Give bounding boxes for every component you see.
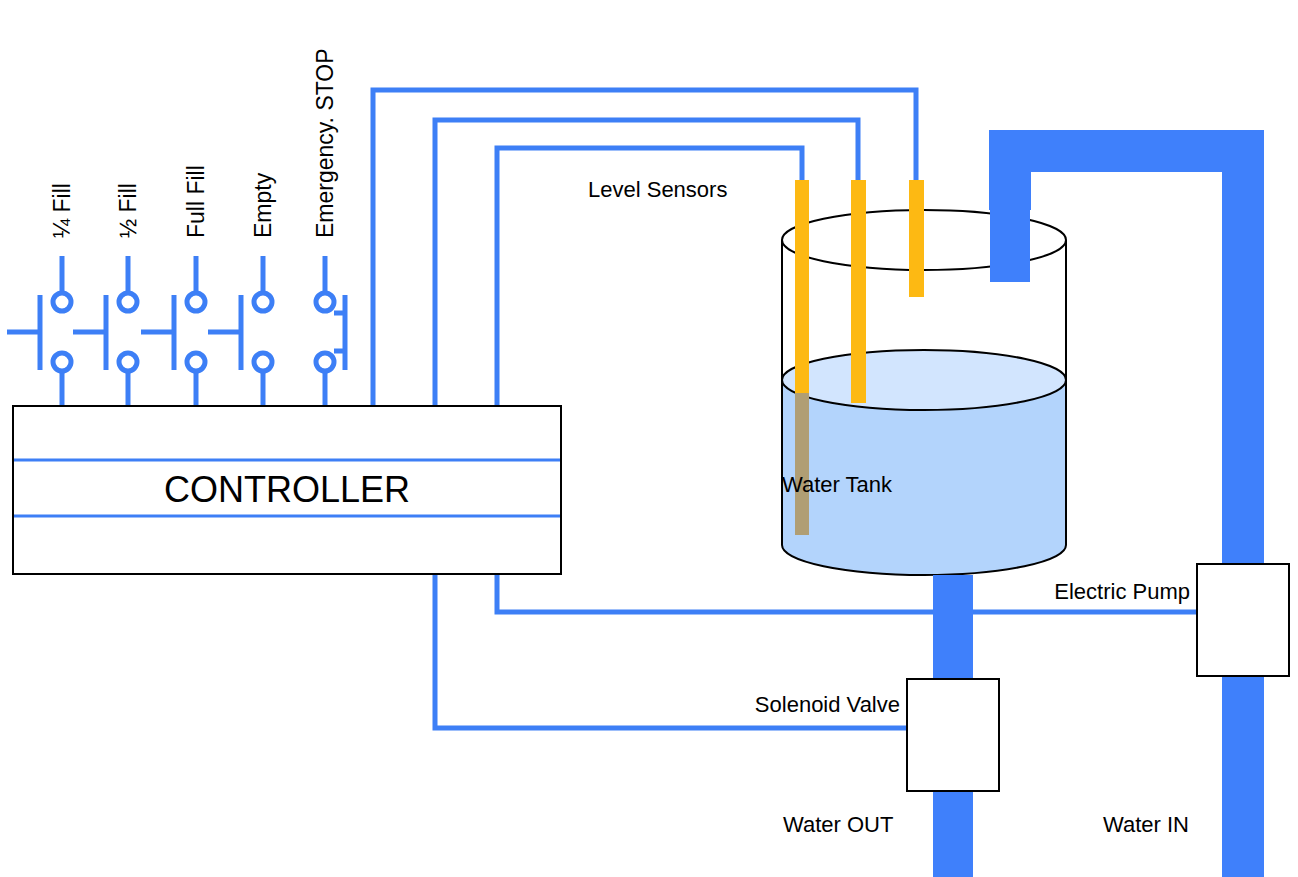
button-label: ¼ Fill	[49, 183, 75, 238]
level-sensor	[909, 180, 924, 297]
control-wire	[497, 575, 1196, 612]
inlet-pipe	[1010, 151, 1243, 563]
water-surface	[782, 350, 1066, 410]
switch-contact-nc	[334, 311, 345, 316]
switch-actuator	[73, 330, 106, 335]
switch-terminal	[254, 293, 272, 311]
switch-actuator	[141, 330, 174, 335]
pump-box: Electric Pump	[1196, 563, 1290, 677]
switch-terminal	[53, 293, 71, 311]
switch-group	[7, 256, 345, 405]
switch-lead	[60, 371, 65, 405]
outlet-pipe	[933, 791, 973, 877]
button-label: Full Fill	[183, 165, 209, 238]
switch-lead	[323, 256, 328, 293]
button-label: Empty	[250, 173, 276, 238]
push-button-symbol	[208, 256, 272, 405]
inlet-pipe	[1222, 676, 1264, 877]
controller-band-line	[13, 459, 561, 462]
controller-body	[12, 405, 562, 575]
push-button-symbol	[7, 256, 71, 405]
switch-lead	[323, 371, 328, 405]
switch-lead	[261, 371, 266, 405]
switch-contact-nc	[334, 349, 345, 354]
switch-actuator	[7, 330, 40, 335]
tank-bottom	[782, 545, 1066, 575]
sensor-label: Level Sensors	[588, 177, 727, 202]
switch-contact-nc	[343, 295, 348, 370]
switch-lead	[194, 256, 199, 293]
controller-band-line	[13, 515, 561, 518]
water-tank: Water Tank	[782, 210, 1066, 575]
outlet-pipe	[933, 575, 973, 678]
push-button-symbol	[141, 256, 205, 405]
push-button-symbol	[316, 256, 345, 405]
switch-actuator	[208, 330, 241, 335]
controller-box: CONTROLLER	[12, 405, 562, 575]
sensor-wire	[373, 90, 916, 405]
switch-terminal	[53, 353, 71, 371]
switch-lead	[261, 256, 266, 293]
level-sensor-submerged	[795, 393, 809, 535]
node-label: Electric Pump	[1054, 579, 1190, 605]
inlet-pipe	[990, 209, 1030, 282]
switch-terminal	[187, 353, 205, 371]
control-wire	[435, 575, 906, 728]
switch-lead	[194, 371, 199, 405]
sensor-wire	[435, 120, 858, 405]
tank-wall	[781, 240, 783, 545]
node-label: CONTROLLER	[164, 472, 410, 508]
outlet-label: Water OUT	[783, 812, 893, 837]
switch-terminal	[316, 293, 334, 311]
switch-terminal	[316, 353, 334, 371]
inlet-label: Water IN	[1103, 812, 1189, 837]
switch-lead	[60, 256, 65, 293]
switch-lead	[126, 256, 131, 293]
button-label: Emergency. STOP	[312, 48, 338, 238]
sensor-wire	[497, 148, 802, 405]
node-label: Water Tank	[782, 472, 892, 498]
switch-terminal	[254, 353, 272, 371]
tank-wall	[1065, 240, 1067, 545]
node-label: Solenoid Valve	[755, 692, 900, 718]
switch-lead	[126, 371, 131, 405]
switch-terminal	[187, 293, 205, 311]
switch-terminal	[119, 293, 137, 311]
button-label: ½ Fill	[115, 183, 141, 238]
valve-box: Solenoid Valve	[906, 678, 1000, 792]
level-sensor	[851, 180, 866, 403]
push-button-symbol	[73, 256, 137, 405]
switch-terminal	[119, 353, 137, 371]
